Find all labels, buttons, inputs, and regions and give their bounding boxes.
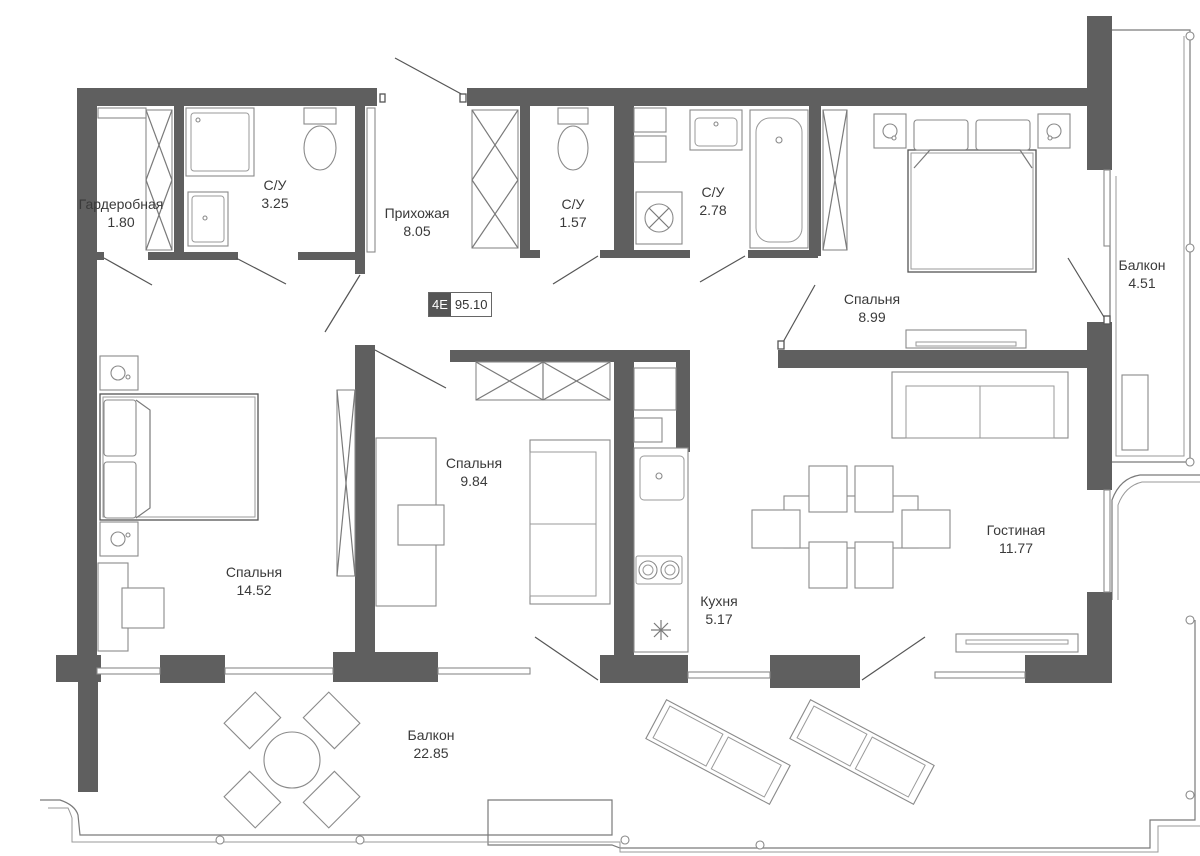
room-name: С/У [701,184,725,200]
bedroom-ne-furniture [873,113,1071,349]
doors [103,57,1111,681]
room-label-bath1: С/У 3.25 [261,176,288,212]
room-name: Кухня [700,593,738,609]
room-area: 11.77 [998,540,1033,556]
room-name: Спальня [225,564,283,580]
balcony-furniture [223,691,935,829]
room-name: Гостиная [986,522,1046,538]
kitchen-fixtures [633,367,689,653]
room-area: 9.84 [460,473,488,489]
room-name: Спальня [445,455,503,471]
room-label-bedroom-w: Спальня 14.52 [226,563,282,599]
room-name: С/У [263,177,287,193]
room-area: 8.05 [403,223,431,239]
room-name: Балкон [407,727,455,743]
apartment-badge: 4E 95.10 [428,292,493,317]
room-label-hall: Прихожая 8.05 [385,204,450,240]
room-area: 1.57 [559,214,587,230]
room-name: Спальня [843,291,901,307]
room-label-balcony-e: Балкон 4.51 [1119,256,1166,292]
room-name: Гардеробная [78,196,164,212]
closets [97,107,848,577]
room-name: Балкон [1118,257,1166,273]
bathroom-fixtures [185,107,809,249]
room-label-bedroom-c: Спальня 9.84 [446,454,502,490]
room-name: С/У [561,196,585,212]
room-area: 5.17 [705,611,733,627]
room-label-living: Гостиная 11.77 [987,521,1046,557]
room-label-bath2: С/У 1.57 [559,195,586,231]
room-label-bath3: С/У 2.78 [699,183,726,219]
bedroom-c-furniture [375,437,611,607]
room-area: 2.78 [699,202,727,218]
bedroom-w-furniture [97,355,259,652]
room-label-kitchen: Кухня 5.17 [700,592,737,628]
room-area: 4.51 [1128,275,1156,291]
apartment-code: 4E [429,293,451,316]
room-name: Прихожая [384,205,450,221]
walls [56,16,1112,792]
room-label-bedroom-ne: Спальня 8.99 [844,290,900,326]
room-label-balcony-s: Балкон 22.85 [408,726,455,762]
living-furniture [751,371,1149,653]
apartment-area: 95.10 [450,293,492,316]
room-label-wardrobe: Гардеробная 1.80 [79,195,164,231]
room-area: 22.85 [413,745,449,761]
room-area: 3.25 [261,195,289,211]
room-area: 14.52 [236,582,272,598]
room-area: 1.80 [107,214,135,230]
room-area: 8.99 [858,309,886,325]
